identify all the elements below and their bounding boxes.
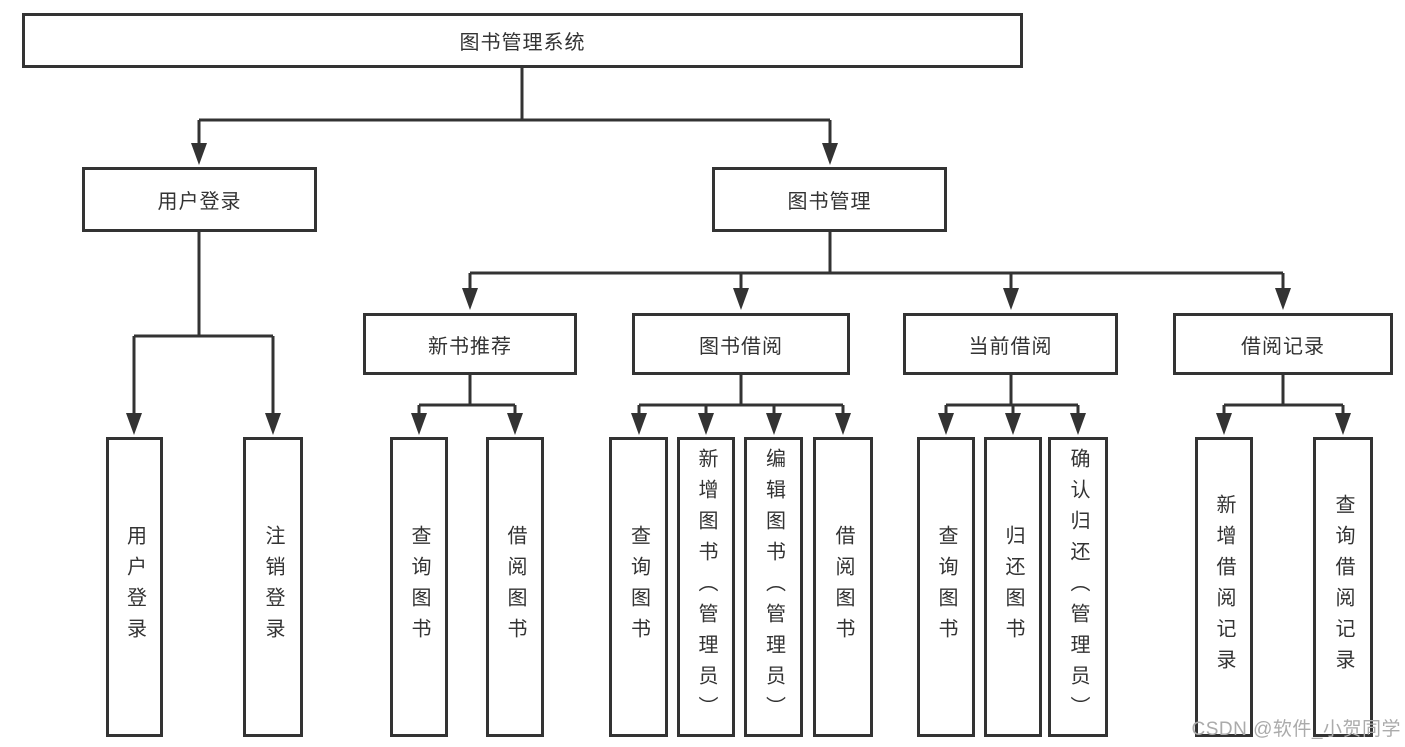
leaf-recommend-query-books: 查询图书: [390, 437, 448, 737]
node-root: 图书管理系统: [22, 13, 1023, 68]
node-book-borrow: 图书借阅: [632, 313, 850, 375]
arrowheads: [126, 143, 1351, 435]
node-new-book-recommend: 新书推荐: [363, 313, 577, 375]
leaf-records-add-record: 新增借阅记录: [1195, 437, 1253, 737]
leaf-logout: 注销登录: [243, 437, 303, 737]
leaf-current-query-books: 查询图书: [917, 437, 975, 737]
csdn-watermark: CSDN @软件_小贺同学: [1191, 719, 1401, 740]
leaf-borrow-edit-books-admin: 编辑图书（管理员）: [744, 437, 803, 737]
leaf-borrow-borrow-books: 借阅图书: [813, 437, 873, 737]
leaf-current-confirm-return-admin: 确认归还（管理员）: [1048, 437, 1108, 737]
tree-edges: [132, 68, 1345, 415]
node-current-borrow: 当前借阅: [903, 313, 1118, 375]
leaf-user-login: 用户登录: [106, 437, 163, 737]
leaf-borrow-add-books-admin: 新增图书（管理员）: [677, 437, 735, 737]
leaf-current-return-books: 归还图书: [984, 437, 1042, 737]
leaf-records-query-record: 查询借阅记录: [1313, 437, 1373, 737]
node-user-login: 用户登录: [82, 167, 317, 232]
leaf-recommend-borrow-books: 借阅图书: [486, 437, 544, 737]
leaf-borrow-query-books: 查询图书: [609, 437, 668, 737]
node-book-management: 图书管理: [712, 167, 947, 232]
node-borrow-records: 借阅记录: [1173, 313, 1393, 375]
